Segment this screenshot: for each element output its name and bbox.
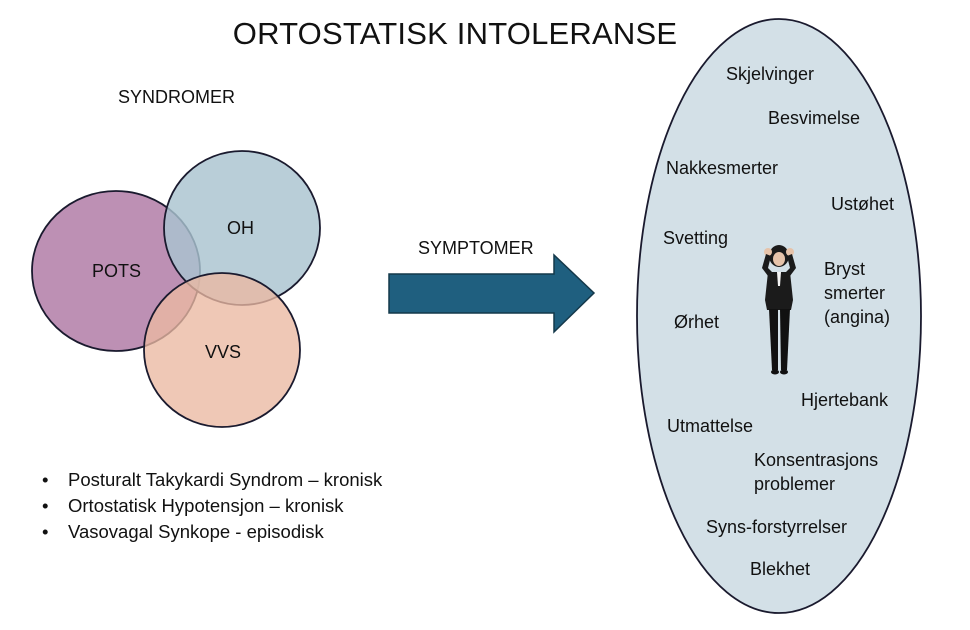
symptom-syns-forstyrrelser: Syns-forstyrrelser: [706, 517, 848, 537]
symptom-konsentrasjons-problemer: Konsentrasjons problemer: [754, 450, 879, 494]
list-item: •Posturalt Takykardi Syndrom – kronisk: [42, 467, 382, 493]
symptoms-label: SYMPTOMER: [418, 238, 534, 258]
symptom-bryst-smerter: Bryst smerter (angina): [824, 259, 891, 327]
syndromes-label: SYNDROMER: [118, 87, 236, 107]
pots-label: POTS: [92, 261, 141, 281]
list-item: •Vasovagal Synkope - episodisk: [42, 519, 382, 545]
syndrome-list: •Posturalt Takykardi Syndrom – kronisk •…: [42, 467, 382, 545]
symptom-ustohet: Ustøhet: [831, 194, 895, 214]
vvs-circle: [143, 272, 301, 428]
bullet-icon: •: [42, 469, 49, 490]
symptom-svetting: Svetting: [663, 228, 729, 248]
symptom-utmattelse: Utmattelse: [667, 416, 754, 436]
symptom-nakkesmerter: Nakkesmerter: [666, 158, 779, 178]
venn-diagram: POTS OH VVS: [31, 150, 321, 428]
symptom-besvimelse: Besvimelse: [768, 108, 861, 128]
symptom-blekhet: Blekhet: [750, 559, 811, 579]
bullet-icon: •: [42, 495, 49, 516]
person-illustration: [762, 245, 796, 375]
oh-label: OH: [227, 218, 254, 238]
symptom-orhet: Ørhet: [674, 312, 720, 332]
symptom-skjelvinger: Skjelvinger: [726, 64, 815, 84]
symptoms-ellipse: [636, 18, 922, 614]
page-title: ORTOSTATISK INTOLERANSE: [232, 16, 678, 51]
bullet-icon: •: [42, 521, 49, 542]
symptoms-arrow: [388, 253, 596, 334]
vvs-label: VVS: [205, 342, 241, 362]
list-item: •Ortostatisk Hypotensjon – kronisk: [42, 493, 382, 519]
symptom-hjertebank: Hjertebank: [801, 390, 889, 410]
